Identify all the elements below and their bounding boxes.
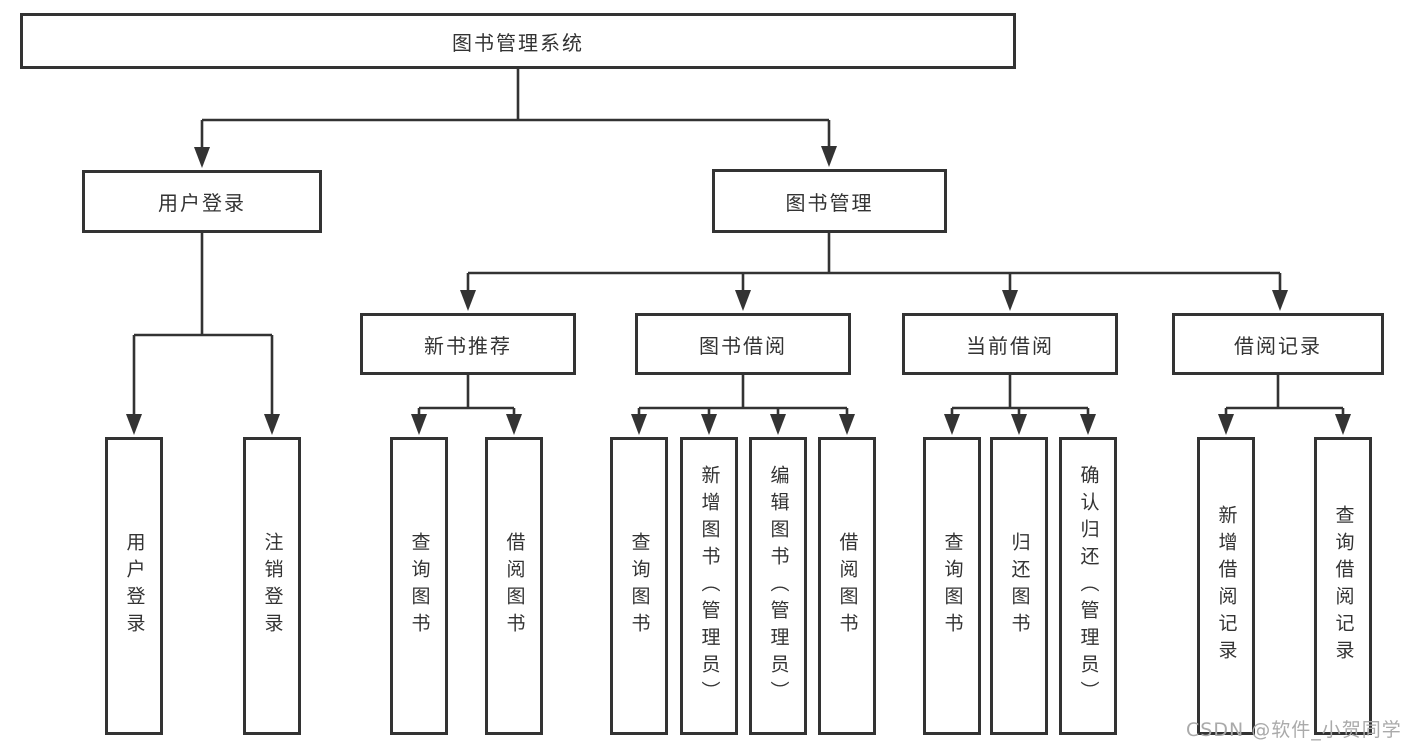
leaf-search-books-borrow: 查询图书 bbox=[610, 437, 668, 735]
node-label: 用户登录 bbox=[123, 532, 146, 640]
leaf-add-borrow-record: 新增借阅记录 bbox=[1197, 437, 1255, 735]
leaf-return-books: 归还图书 bbox=[990, 437, 1048, 735]
node-label: 新增图书（管理员） bbox=[698, 464, 721, 708]
node-label: 借阅图书 bbox=[836, 532, 859, 640]
node-label: 注销登录 bbox=[261, 532, 284, 640]
node-label: 用户登录 bbox=[158, 191, 246, 215]
leaf-search-books-recommend: 查询图书 bbox=[390, 437, 448, 735]
leaf-borrow-books-recommend: 借阅图书 bbox=[485, 437, 543, 735]
node-label: 归还图书 bbox=[1008, 532, 1031, 640]
node-label: 图书管理 bbox=[785, 190, 874, 215]
node-label: 图书借阅 bbox=[699, 333, 787, 358]
node-label: 查询图书 bbox=[628, 532, 651, 640]
csdn-watermark: CSDN @软件_小贺同学 bbox=[1186, 719, 1402, 741]
node-label: 编辑图书（管理员） bbox=[767, 464, 790, 708]
node-library-management-system: 图书管理系统 bbox=[20, 13, 1016, 69]
node-current-borrowing: 当前借阅 bbox=[902, 313, 1118, 375]
node-book-borrowing: 图书借阅 bbox=[635, 313, 851, 375]
node-label: 当前借阅 bbox=[966, 333, 1054, 358]
leaf-borrow-books: 借阅图书 bbox=[818, 437, 876, 735]
node-label: 查询借阅记录 bbox=[1332, 505, 1355, 667]
node-new-book-recommendation: 新书推荐 bbox=[360, 313, 576, 375]
node-label: 借阅图书 bbox=[503, 532, 526, 640]
node-label: 新增借阅记录 bbox=[1215, 505, 1238, 667]
node-label: 图书管理系统 bbox=[452, 30, 584, 55]
node-label: 查询图书 bbox=[941, 532, 964, 640]
node-label: 新书推荐 bbox=[424, 333, 512, 358]
node-label: 借阅记录 bbox=[1234, 333, 1322, 358]
leaf-edit-books-admin: 编辑图书（管理员） bbox=[749, 437, 807, 735]
leaf-user-login: 用户登录 bbox=[105, 437, 163, 735]
node-label: 查询图书 bbox=[408, 532, 431, 640]
leaf-confirm-return-admin: 确认归还（管理员） bbox=[1059, 437, 1117, 735]
node-book-management: 图书管理 bbox=[712, 169, 947, 233]
node-label: 确认归还（管理员） bbox=[1077, 464, 1100, 708]
leaf-search-borrow-record: 查询借阅记录 bbox=[1314, 437, 1372, 735]
leaf-logout: 注销登录 bbox=[243, 437, 301, 735]
node-user-login: 用户登录 bbox=[82, 170, 322, 233]
node-borrowing-records: 借阅记录 bbox=[1172, 313, 1384, 375]
leaf-search-books-current: 查询图书 bbox=[923, 437, 981, 735]
leaf-add-books-admin: 新增图书（管理员） bbox=[680, 437, 738, 735]
